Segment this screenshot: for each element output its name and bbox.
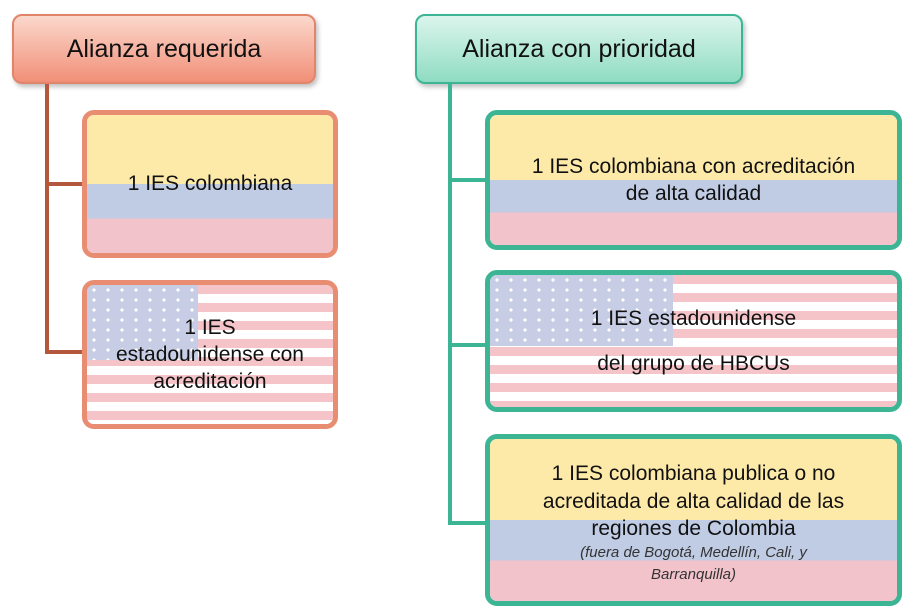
usa-flag-background [87,285,333,424]
header-label: Alianza requerida [66,34,262,63]
box-ies-colombiana-acreditacion: 1 IES colombiana con acreditación de alt… [485,110,902,250]
box-text-line: estadounidense con [116,342,304,366]
right-connector-branch-3 [448,521,486,525]
right-connector-vertical [448,84,452,525]
colombia-flag-background [87,115,333,253]
colombia-flag-background [490,115,897,245]
box-text-line: regiones de Colombia [591,516,796,540]
box-ies-estadounidense: 1 IES estadounidense con acreditación [82,280,338,429]
box-text-line: 1 IES estadounidense [590,306,797,330]
right-connector-branch-1 [448,178,486,182]
box-text-line: de alta calidad [625,182,762,205]
header-alianza-prioridad: Alianza con prioridad [415,14,743,84]
box-ies-estadounidense-hbcu: 1 IES estadounidense del grupo de HBCUs [485,270,902,412]
box-text-line: del grupo de HBCUs [597,352,790,375]
header-label: Alianza con prioridad [462,34,696,63]
box-subnote-line: (fuera de Bogotá, Medellín, Cali, y [580,544,807,562]
box-ies-colombiana-regiones: 1 IES colombiana publica o no acreditada… [485,434,902,606]
left-connector-branch-2 [45,350,83,354]
box-text-line: 1 IES colombiana con acreditación [531,154,856,178]
box-text-line: 1 IES colombiana publica o no [551,462,836,486]
box-text-line: 1 IES [184,315,236,339]
header-alianza-requerida: Alianza requerida [12,14,316,84]
box-subnote-line: Barranquilla) [650,565,737,583]
box-text-line: 1 IES colombiana [127,172,293,196]
right-connector-branch-2 [448,343,486,347]
box-ies-colombiana: 1 IES colombiana [82,110,338,258]
box-text-line: acreditación [153,370,267,394]
colombia-flag-background [490,439,897,601]
box-text-line: acreditada de alta calidad de las [542,489,845,513]
left-connector-vertical [45,84,49,354]
left-connector-branch-1 [45,182,83,186]
usa-flag-background [490,275,897,407]
